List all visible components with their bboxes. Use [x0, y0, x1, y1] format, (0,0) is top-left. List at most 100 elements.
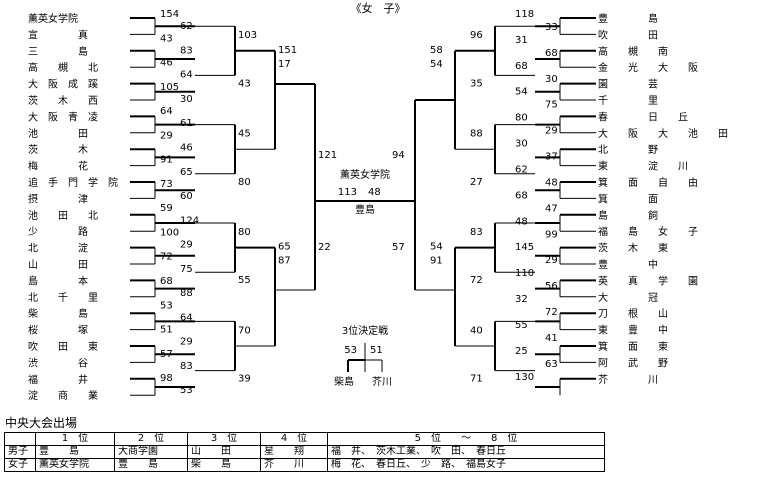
score-label: 83 — [180, 361, 193, 372]
team-name-right: 大 冠 — [598, 291, 658, 304]
score-label: 29 — [180, 240, 193, 251]
score-label: 29 — [160, 130, 173, 141]
table-cell: 柴 島 — [187, 458, 261, 472]
final-score-right: 48 — [368, 187, 381, 198]
score-label: 30 — [515, 139, 528, 150]
score-label: 62 — [515, 164, 528, 175]
score-label: 54 — [430, 242, 443, 253]
score-label: 154 — [160, 9, 179, 20]
score-label: 17 — [278, 59, 291, 70]
score-label: 54 — [515, 87, 528, 98]
score-label: 72 — [160, 252, 173, 263]
score-label: 80 — [238, 177, 251, 188]
team-name-left: 茨 木 西 — [28, 94, 98, 107]
third-score-right: 51 — [370, 345, 383, 356]
team-name-right: 東 豊 中 — [598, 324, 668, 337]
score-label: 58 — [430, 45, 443, 56]
score-label: 68 — [545, 48, 558, 59]
score-label: 40 — [470, 325, 483, 336]
score-label: 75 — [180, 264, 193, 275]
team-name-right: 島 飼 — [598, 209, 658, 222]
table-cell: 女子 — [4, 458, 36, 472]
score-label: 68 — [515, 61, 528, 72]
team-name-left: 柴 島 — [28, 307, 88, 320]
table-header: 1 位 — [35, 432, 115, 446]
score-label: 33 — [545, 22, 558, 33]
finalist-left: 薫英女学院 — [340, 168, 390, 181]
team-name-left: 北 千 里 — [28, 292, 98, 304]
team-name-left: 島 本 — [28, 274, 88, 287]
table-cell: 豊 島 — [35, 445, 115, 459]
team-name-left: 池 田 — [28, 127, 88, 140]
table-row: 女子 薫英女学院 豊 島 柴 島 芥 川 梅 花、 春日丘、 少 路、 福島女子 — [4, 458, 605, 472]
table-cell: 男子 — [4, 445, 36, 459]
team-name-left: 高 槻 北 — [28, 61, 98, 74]
team-name-left: 池 田 北 — [28, 209, 98, 222]
score-label: 145 — [515, 242, 534, 253]
team-name-left: 宣 真 — [28, 28, 88, 41]
score-label: 91 — [160, 155, 173, 166]
score-label: 43 — [160, 33, 173, 44]
score-label: 45 — [238, 129, 251, 140]
score-label: 70 — [238, 325, 251, 336]
table-cell: 豊 島 — [114, 458, 188, 472]
table-cell: 薫英女学院 — [35, 458, 115, 472]
table-header: 3 位 — [187, 432, 261, 446]
team-name-right: 箕 面 — [598, 192, 658, 205]
team-name-right: 箕 面 自 由 — [598, 176, 698, 189]
team-name-right: 大 阪 大 池 田 — [598, 127, 728, 140]
score-label: 73 — [160, 179, 173, 190]
team-name-left: 少 路 — [28, 225, 88, 238]
score-label: 100 — [160, 227, 179, 238]
score-label: 130 — [515, 372, 534, 383]
score-label: 46 — [180, 142, 193, 153]
score-label: 63 — [545, 359, 558, 370]
team-name-left: 大 阪 成 蹊 — [28, 78, 98, 91]
team-name-right: 北 野 — [598, 144, 658, 156]
score-label: 83 — [470, 227, 483, 238]
team-name-left: 梅 花 — [28, 160, 88, 173]
score-label: 53 — [180, 385, 193, 396]
score-label: 64 — [180, 312, 193, 323]
score-label: 22 — [318, 242, 331, 253]
table-cell: 山 田 — [187, 445, 261, 459]
bracket-title: 《女 子》 — [351, 1, 406, 15]
score-label: 118 — [515, 9, 534, 20]
table-header: 2 位 — [114, 432, 188, 446]
third-place-label: 3位決定戦 — [342, 324, 388, 337]
team-name-right: 園 芸 — [598, 78, 658, 91]
team-name-left: 薫英女学院 — [28, 12, 78, 25]
score-label: 64 — [160, 106, 173, 117]
score-label: 31 — [515, 35, 528, 46]
team-name-left: 桜 塚 — [28, 324, 88, 337]
score-label: 55 — [515, 320, 528, 331]
team-name-left: 摂 津 — [28, 192, 88, 205]
score-label: 87 — [278, 256, 291, 267]
score-label: 30 — [545, 74, 558, 85]
score-label: 110 — [515, 268, 534, 279]
score-label: 48 — [545, 177, 558, 188]
score-label: 71 — [470, 374, 483, 385]
team-name-right: 英 真 学 園 — [598, 274, 698, 287]
team-name-left: 山 田 — [28, 259, 88, 271]
score-label: 65 — [278, 242, 291, 253]
score-label: 47 — [545, 203, 558, 214]
score-label: 51 — [160, 325, 173, 336]
score-label: 121 — [318, 150, 337, 161]
score-label: 29 — [545, 126, 558, 137]
team-name-right: 箕 面 東 — [598, 340, 668, 353]
team-name-right: 刀 根 山 — [598, 307, 668, 320]
team-name-right: 豊 中 — [598, 258, 658, 271]
table-header — [4, 432, 36, 446]
team-name-right: 阿 武 野 — [598, 356, 668, 369]
team-name-right: 福 島 女 子 — [598, 225, 698, 238]
team-name-right: 吹 田 — [598, 28, 658, 41]
table-cell: 大商学園 — [114, 445, 188, 459]
team-name-right: 高 槻 南 — [598, 45, 668, 58]
score-label: 88 — [180, 288, 193, 299]
team-name-right: 東 淀 川 — [598, 160, 688, 173]
score-label: 96 — [470, 30, 483, 41]
table-cell: 梅 花、 春日丘、 少 路、 福島女子 — [327, 458, 605, 472]
score-label: 25 — [515, 346, 528, 357]
score-label: 41 — [545, 333, 558, 344]
